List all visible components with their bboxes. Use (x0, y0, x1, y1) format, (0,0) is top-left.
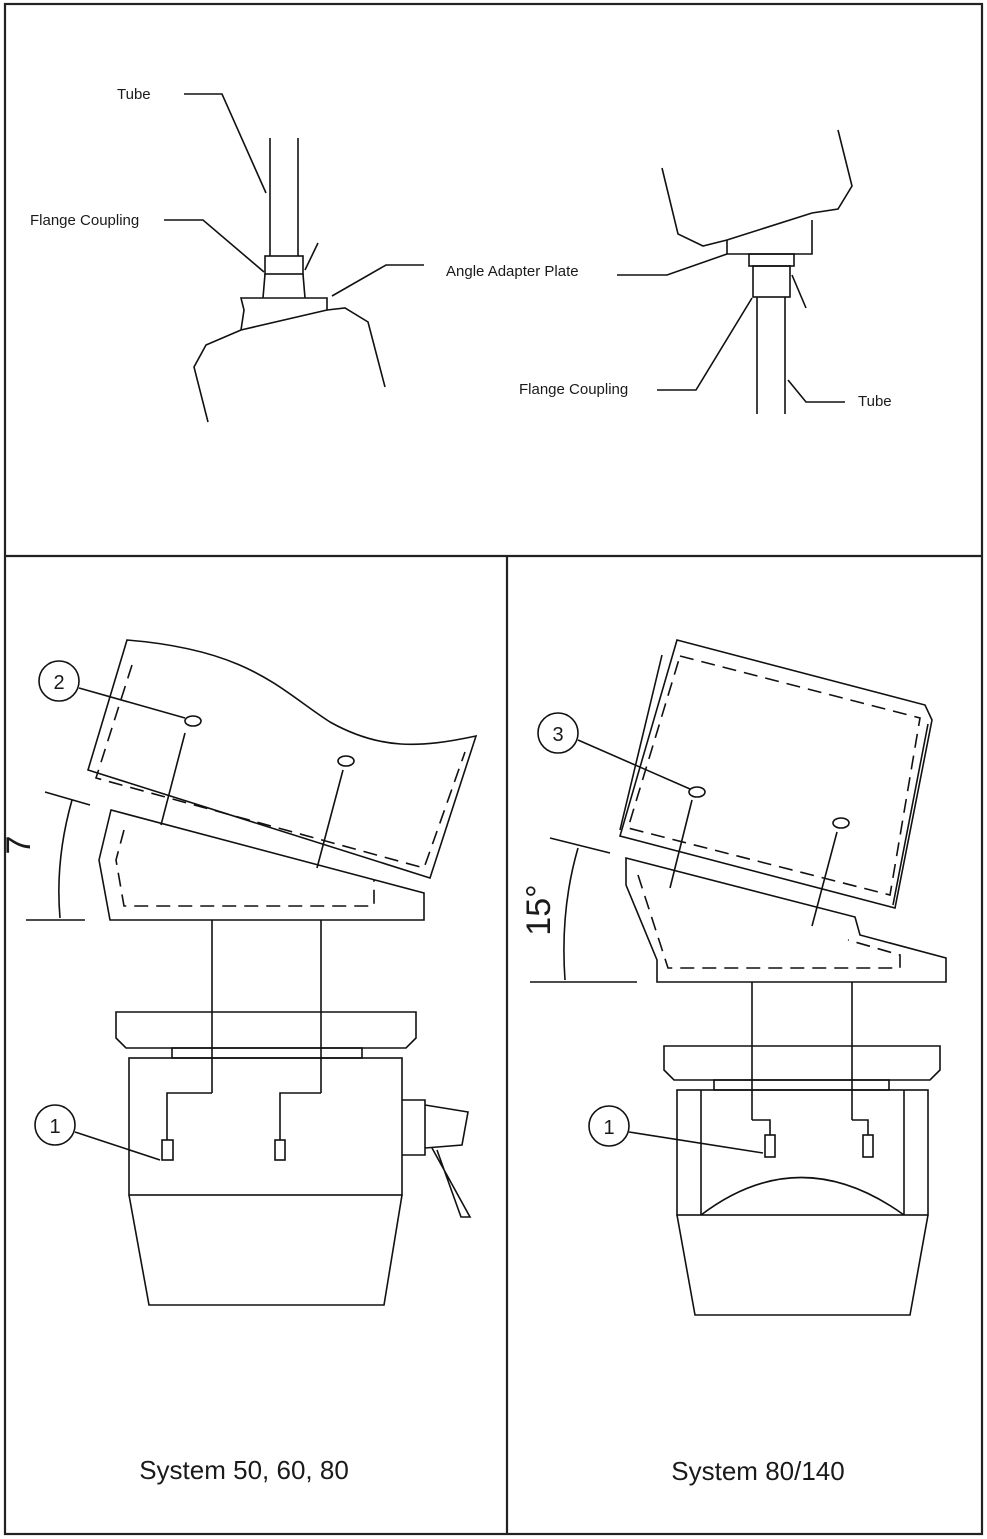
base-housing (128, 1057, 403, 1196)
callout-2: 2 (53, 672, 64, 694)
flange-coupling-shape (264, 255, 304, 275)
angle-adapter-plate (98, 809, 425, 921)
callout-1-circle (588, 1105, 630, 1147)
flange-coupling-label: Flange Coupling (30, 212, 139, 229)
angle-adapter-plate (625, 856, 947, 983)
angle-label: 7 (0, 836, 38, 855)
tube-label: Tube (117, 86, 151, 103)
top-left-view: Tube Flange Coupling (30, 86, 424, 423)
angle-adapter-plate-label: Angle Adapter Plate (446, 263, 579, 280)
monitor-head (619, 639, 933, 909)
screw-hole (832, 817, 850, 829)
screw (161, 1139, 174, 1161)
angle-adapter-plate-shape (239, 297, 328, 332)
callout-1: 1 (603, 1117, 614, 1139)
callout-1: 1 (49, 1116, 60, 1138)
callout-1-circle (34, 1104, 76, 1146)
screw (274, 1139, 286, 1161)
system-80-140-drawing: 15° 3 1 System 80/140 (520, 639, 947, 1486)
outer-frame (3, 2, 984, 1536)
angle-arrow (563, 847, 579, 981)
tube-label: Tube (858, 393, 892, 410)
system-50-60-80-drawing: 7 2 1 System 50, 60, 80 (0, 639, 478, 1485)
screw-hole (688, 786, 706, 798)
screw (862, 1134, 874, 1158)
clamp-handle (402, 1099, 472, 1218)
angle-arrow (58, 799, 73, 919)
screw-hole (337, 755, 355, 767)
mounting-plate (663, 1045, 941, 1081)
top-right-view: Angle Adapter Plate Flange Coupling Tube (446, 129, 892, 414)
callout-3: 3 (552, 724, 563, 746)
caption: System 80/140 (671, 1456, 844, 1486)
mounting-plate (115, 1011, 417, 1049)
angle-adapter-plate-shape (726, 220, 813, 255)
screw (764, 1134, 776, 1158)
monitor-head (87, 639, 478, 880)
flange-coupling-shape (752, 265, 791, 298)
callout-3-circle (537, 712, 579, 754)
angle-label: 15° (520, 884, 558, 935)
flange-coupling-label: Flange Coupling (519, 381, 628, 398)
screw-hole (184, 715, 202, 727)
base-housing (676, 1089, 929, 1216)
callout-2-circle (38, 660, 80, 702)
caption: System 50, 60, 80 (139, 1455, 349, 1485)
